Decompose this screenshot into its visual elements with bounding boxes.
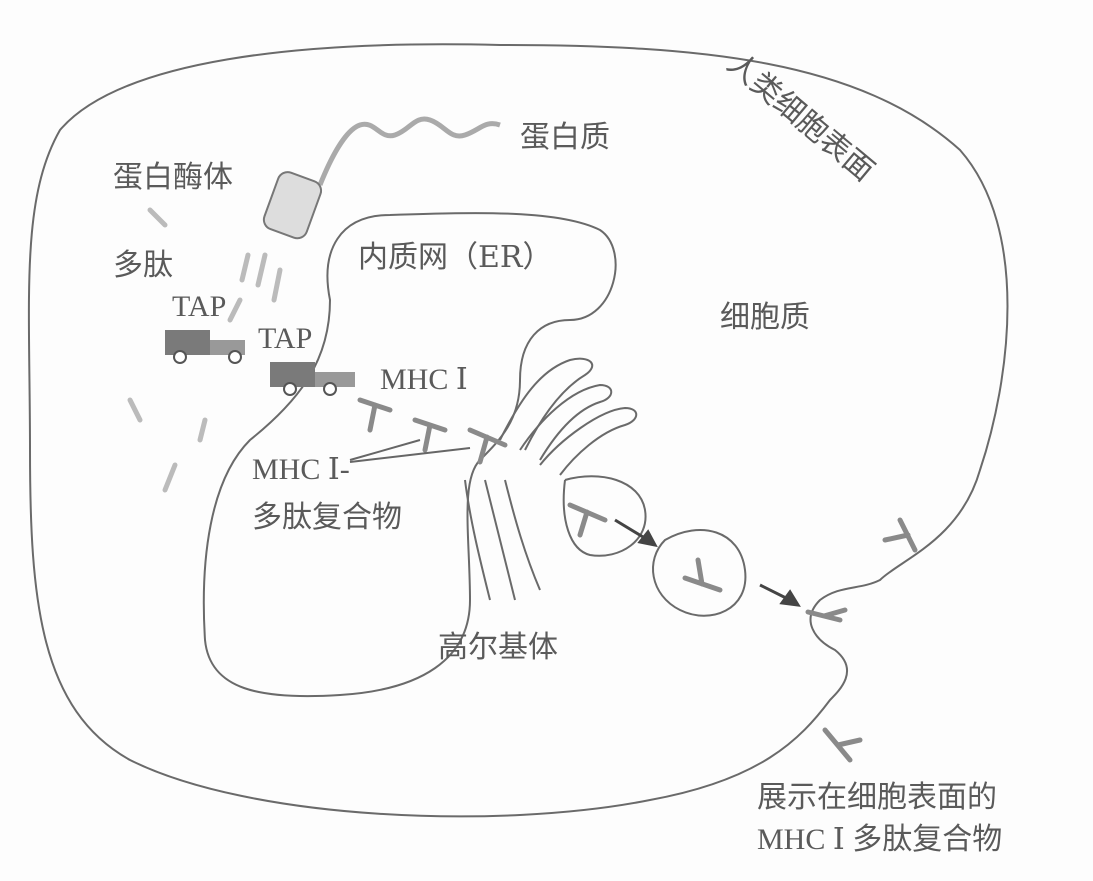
cytoplasm-label: 细胞质 bbox=[720, 300, 810, 335]
surface-complex-label-line2: MHC Ⅰ 多肽复合物 bbox=[757, 823, 1003, 856]
cell-membrane bbox=[27, 43, 1009, 818]
transport-vesicle bbox=[652, 529, 747, 617]
peptides-label: 多肽 bbox=[113, 248, 173, 283]
tap-transporter-icon-1 bbox=[165, 330, 245, 364]
mhc-molecules bbox=[357, 397, 918, 763]
protein-label: 蛋白质 bbox=[520, 120, 610, 155]
protein-chain bbox=[317, 116, 501, 186]
golgi-label: 高尔基体 bbox=[438, 630, 558, 665]
complex-label-line1: MHC Ⅰ- bbox=[252, 453, 350, 486]
surface-complex-label-line1: 展示在细胞表面的 bbox=[757, 780, 997, 815]
proteasome-icon bbox=[262, 171, 323, 240]
complex-label-line2: 多肽复合物 bbox=[252, 500, 402, 535]
tap-label-1: TAP bbox=[172, 290, 227, 323]
tap-label-2: TAP bbox=[258, 322, 313, 355]
peptide-fragments bbox=[127, 207, 283, 493]
tap-transporter-icon-2 bbox=[270, 362, 355, 396]
arrows bbox=[614, 518, 801, 607]
er-label: 内质网（ER） bbox=[358, 240, 553, 275]
golgi-apparatus bbox=[464, 357, 647, 601]
endoplasmic-reticulum bbox=[202, 212, 617, 698]
mhc1-label: MHC Ⅰ bbox=[380, 363, 468, 396]
proteasome-label: 蛋白酶体 bbox=[113, 160, 233, 195]
pointer-lines bbox=[349, 439, 471, 463]
